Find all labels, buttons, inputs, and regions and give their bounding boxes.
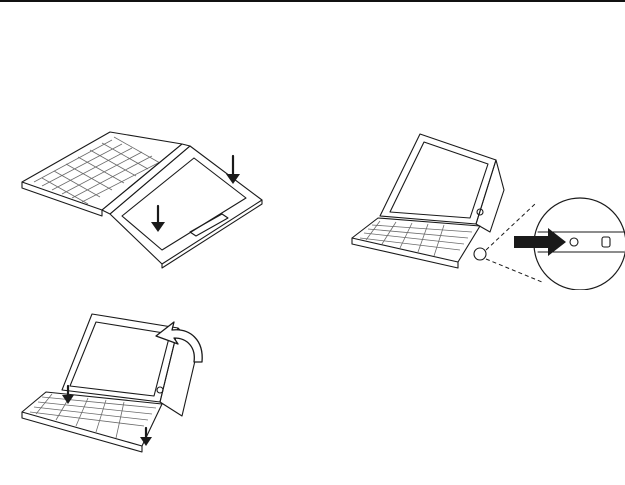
arrow-down-icon [140,428,152,446]
figure-insert-ipad [12,120,274,270]
insert-ipad-illustration [12,120,274,270]
figure-fold-stand [12,300,222,465]
curved-arrow-icon [156,322,202,362]
keyboard-keys [30,394,156,438]
figure-connect-cable [340,120,625,290]
arrow-down-icon [151,206,165,232]
keyboard-keys [34,137,160,204]
fold-stand-illustration [12,300,222,465]
arrow-down-icon [62,386,74,404]
arrow-down-icon [226,156,240,184]
connect-cable-illustration [340,120,625,290]
top-rule [0,0,625,2]
keyboard-keys [360,221,472,256]
